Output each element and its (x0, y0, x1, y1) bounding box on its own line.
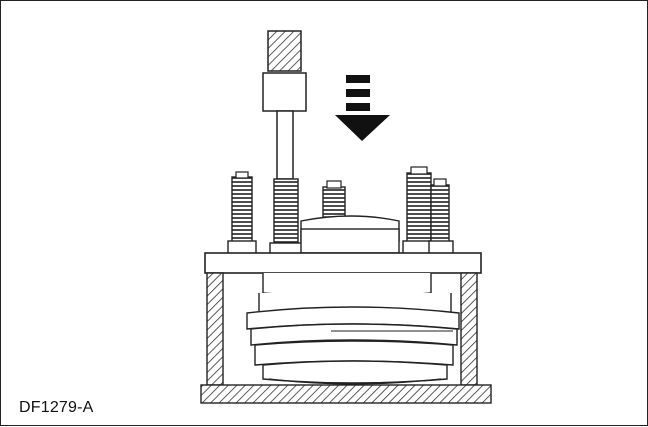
hub-bearing-body (246, 273, 460, 385)
wheel-stud (231, 176, 253, 246)
wheel-stud (406, 172, 432, 246)
figure-reference-code: DF1279-A (19, 399, 94, 416)
wheel-studs (227, 166, 454, 256)
press-tool-head (267, 30, 302, 72)
wheel-stud (273, 178, 299, 248)
hub-center-boss (300, 215, 400, 254)
press-tool-collar (262, 72, 307, 112)
support-fixture (200, 272, 492, 404)
fixture-base (200, 384, 492, 404)
wheel-stud (430, 184, 450, 246)
press-tool-shaft (276, 110, 294, 180)
press-tool (262, 30, 307, 180)
fixture-right-wall (460, 272, 478, 386)
hub-flange (204, 252, 482, 274)
fixture-left-wall (206, 272, 224, 386)
down-arrow-icon (335, 75, 390, 141)
wheel-stud (322, 186, 346, 218)
